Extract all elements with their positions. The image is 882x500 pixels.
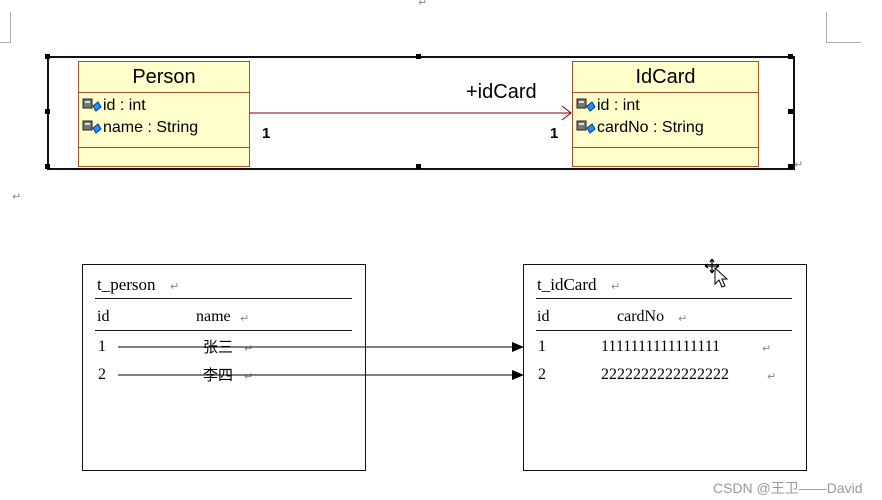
private-attribute-icon: [576, 120, 596, 136]
paragraph-mark: ↵: [244, 370, 254, 383]
resize-handle[interactable]: [45, 109, 50, 114]
cell-id: 1: [98, 338, 106, 355]
table-divider: [95, 330, 352, 331]
resize-handle[interactable]: [416, 164, 421, 169]
private-attribute-icon: [576, 98, 596, 114]
table-name: t_person: [97, 275, 156, 294]
attribute-text: id : int: [597, 97, 640, 114]
column-header-id: id: [537, 308, 550, 325]
column-header-cardno: cardNo: [617, 308, 665, 325]
table-divider: [536, 330, 792, 331]
paragraph-mark: ↵: [678, 312, 688, 325]
paragraph-mark: ↵: [762, 342, 772, 355]
attribute-text: id : int: [103, 97, 146, 114]
association-role-label: +idCard: [466, 81, 537, 103]
paragraph-mark: ↵: [244, 342, 254, 355]
page-corner-mark-left: [0, 12, 11, 43]
attribute-text: cardNo : String: [597, 119, 704, 136]
private-attribute-icon: [82, 98, 102, 114]
cell-cardno: 1111111111111111: [601, 338, 721, 355]
target-multiplicity: 1: [550, 125, 559, 142]
resize-handle[interactable]: [45, 164, 50, 169]
private-attribute-icon: [82, 120, 102, 136]
attribute-row: cardNo : String: [573, 117, 758, 139]
page-corner-mark-right: [826, 12, 861, 43]
attribute-row: name : String: [79, 117, 249, 139]
table-divider: [536, 298, 792, 299]
arrowhead: [512, 370, 524, 380]
paragraph-mark: ↵: [611, 280, 621, 293]
cell-id: 1: [538, 338, 546, 355]
paragraph-mark: ↵: [767, 370, 777, 383]
source-multiplicity: 1: [262, 125, 271, 142]
resize-handle[interactable]: [416, 54, 421, 59]
paragraph-mark: ↵: [12, 190, 22, 203]
attribute-row: id : int: [79, 95, 249, 117]
move-cursor-icon: [704, 258, 729, 288]
arrowhead: [512, 342, 524, 352]
resize-handle[interactable]: [788, 109, 793, 114]
cell-cardno: 2222222222222222: [601, 366, 729, 383]
attribute-compartment: id : int cardNo : String: [573, 93, 758, 148]
column-header-id: id: [97, 308, 110, 325]
cell-id: 2: [538, 366, 546, 383]
attribute-text: name : String: [103, 119, 199, 136]
paragraph-mark: ↵: [240, 312, 250, 325]
navigability-arrowhead: [561, 105, 572, 121]
table-person[interactable]: [82, 264, 366, 471]
resize-handle[interactable]: [788, 164, 793, 169]
column-header-name: name: [196, 308, 231, 325]
resize-handle[interactable]: [45, 54, 50, 59]
paragraph-mark: ↵: [794, 158, 804, 171]
watermark: CSDN @王卫——David: [713, 480, 863, 496]
attribute-row: id : int: [573, 95, 758, 117]
uml-class-person[interactable]: Person id : int name : String: [78, 61, 250, 167]
class-name: IdCard: [573, 62, 758, 93]
class-name: Person: [79, 62, 249, 93]
paragraph-mark: ↵: [418, 0, 428, 9]
attribute-compartment: id : int name : String: [79, 93, 249, 148]
table-divider: [95, 298, 352, 299]
cell-id: 2: [98, 366, 106, 383]
paragraph-mark: ↵: [170, 280, 180, 293]
resize-handle[interactable]: [788, 54, 793, 59]
table-name: t_idCard: [537, 275, 597, 294]
table-idcard[interactable]: [523, 264, 807, 471]
uml-class-idcard[interactable]: IdCard id : int cardNo : String: [572, 61, 759, 167]
